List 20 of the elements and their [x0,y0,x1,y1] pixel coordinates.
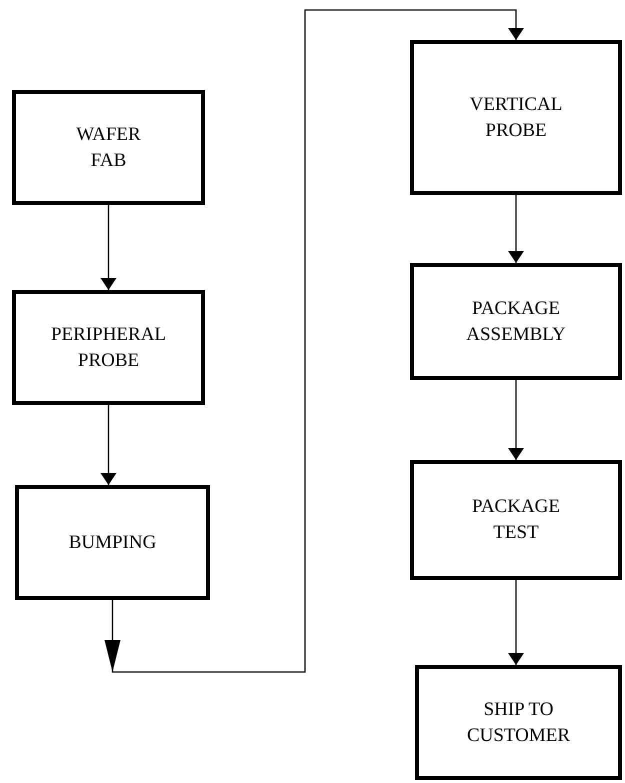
process-label: BUMPING [68,530,156,555]
arrow [510,580,522,665]
arrow [102,205,114,290]
process-label: PACKAGE TEST [471,495,561,545]
process-box [415,665,622,780]
process-box [410,263,622,380]
process-box [12,90,205,205]
process-box [12,290,205,405]
arrow [104,9,522,673]
arrow [510,380,522,460]
process-label: PACKAGE ASSEMBLY [465,296,567,346]
arrow [510,195,522,263]
process-label: PERIPHERAL PROBE [50,322,168,372]
arrow [102,405,114,485]
process-label: WAFER FAB [75,122,142,172]
process-label: SHIP TO CUSTOMER [466,698,572,748]
process-box [410,40,622,195]
process-label: VERTICAL PROBE [468,92,564,142]
process-box [15,485,210,600]
process-box [410,460,622,580]
